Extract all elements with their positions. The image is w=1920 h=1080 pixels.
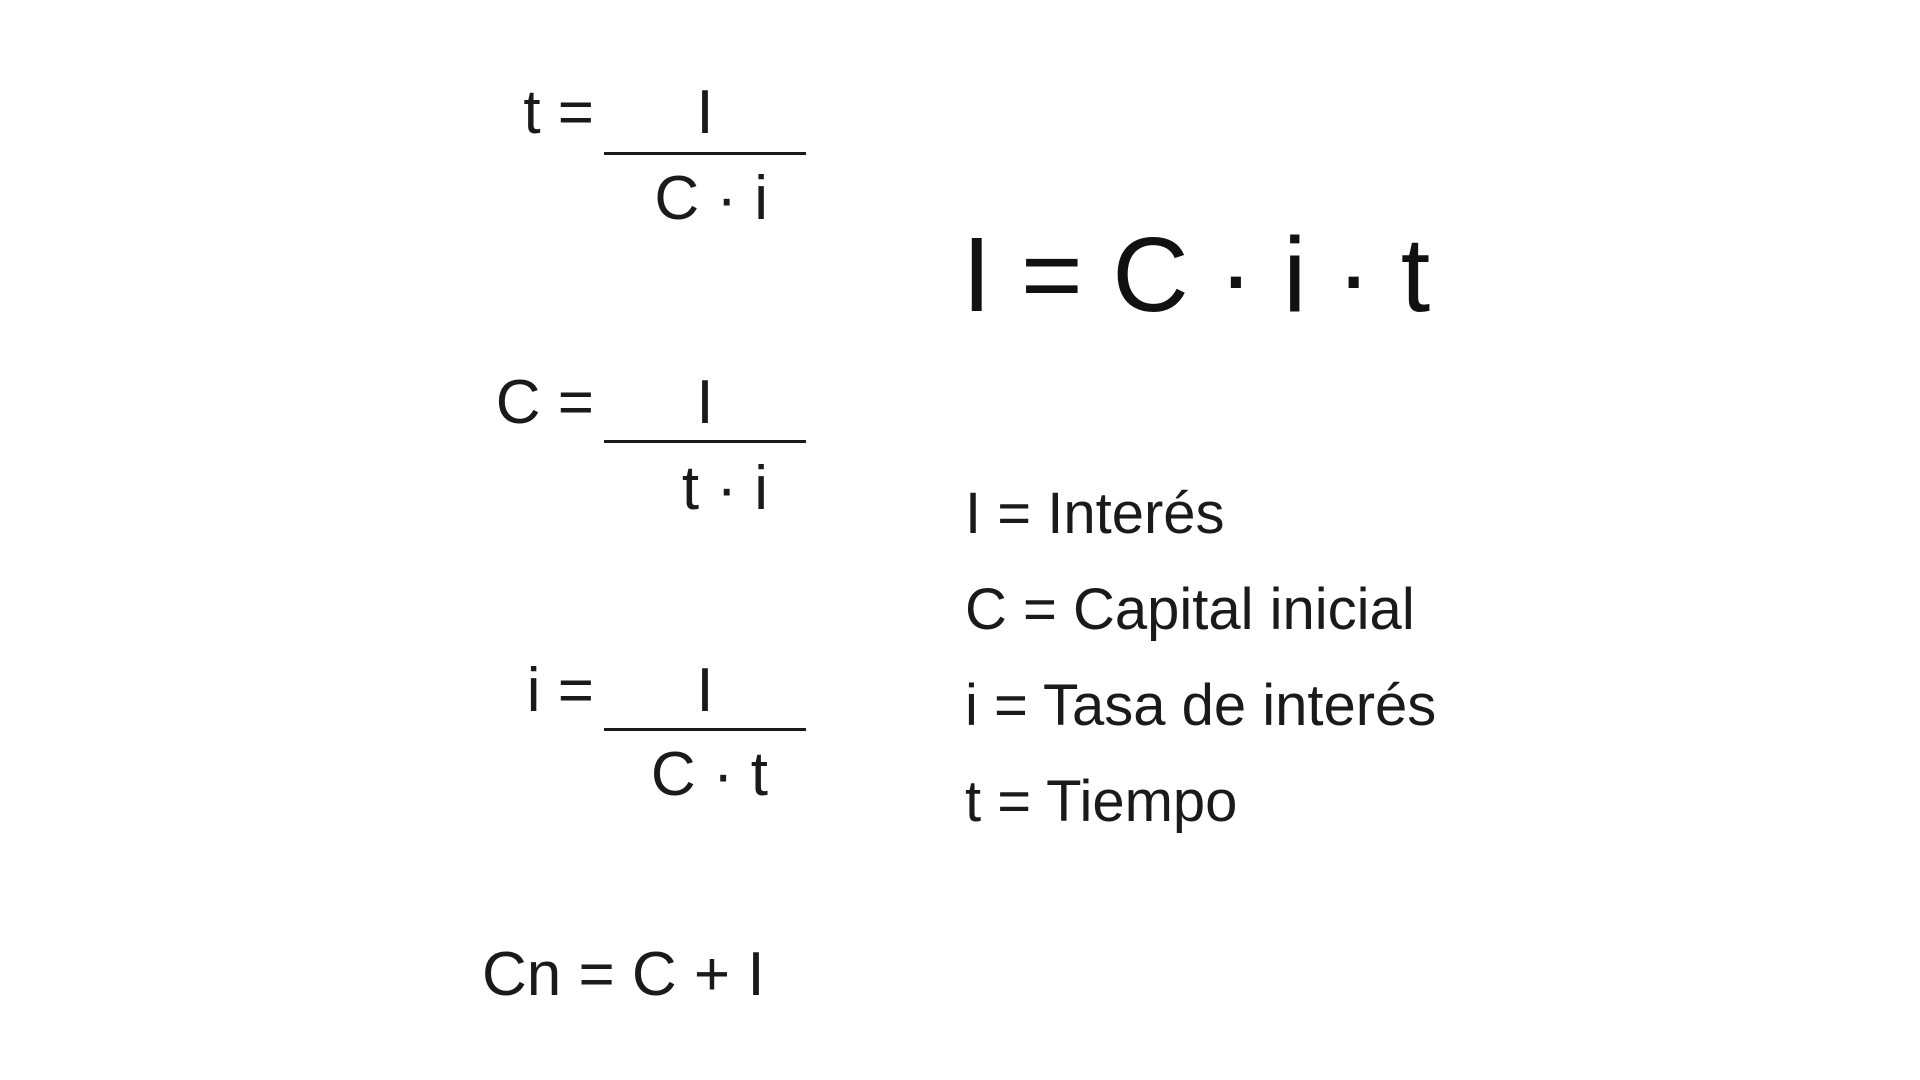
legend-item-interest: I = Interés — [965, 481, 1225, 546]
formula-c-lhs: C = — [495, 368, 594, 437]
legend-item-time: t = Tiempo — [965, 769, 1238, 834]
formula-c-numerator: I — [696, 368, 714, 437]
formula-i-numerator: I — [696, 656, 714, 725]
formula-c-denominator: t · i — [681, 454, 768, 523]
formula-t-denominator: C · i — [654, 164, 768, 233]
legend-item-capital: C = Capital inicial — [965, 577, 1415, 642]
formula-t: t = I C · i — [0, 70, 810, 230]
formula-t-numerator: I — [696, 78, 714, 147]
formula-i-lhs: i = — [526, 656, 594, 725]
formula-t-fraction-bar — [604, 152, 806, 155]
final-capital-formula: Cn = C + I — [482, 940, 765, 1009]
legend-item-rate: i = Tasa de interés — [965, 673, 1437, 738]
main-interest-formula: I = C · i · t — [962, 216, 1431, 334]
formula-c-fraction-bar — [604, 440, 806, 443]
formula-c: C = I t · i — [0, 358, 810, 523]
variable-legend: I = Interés C = Capital inicial i = Tasa… — [965, 466, 1436, 850]
formula-i-denominator: C · t — [650, 740, 768, 809]
formula-t-lhs: t = — [523, 78, 594, 147]
formula-i-fraction-bar — [604, 728, 806, 731]
formula-i: i = I C · t — [0, 646, 810, 806]
